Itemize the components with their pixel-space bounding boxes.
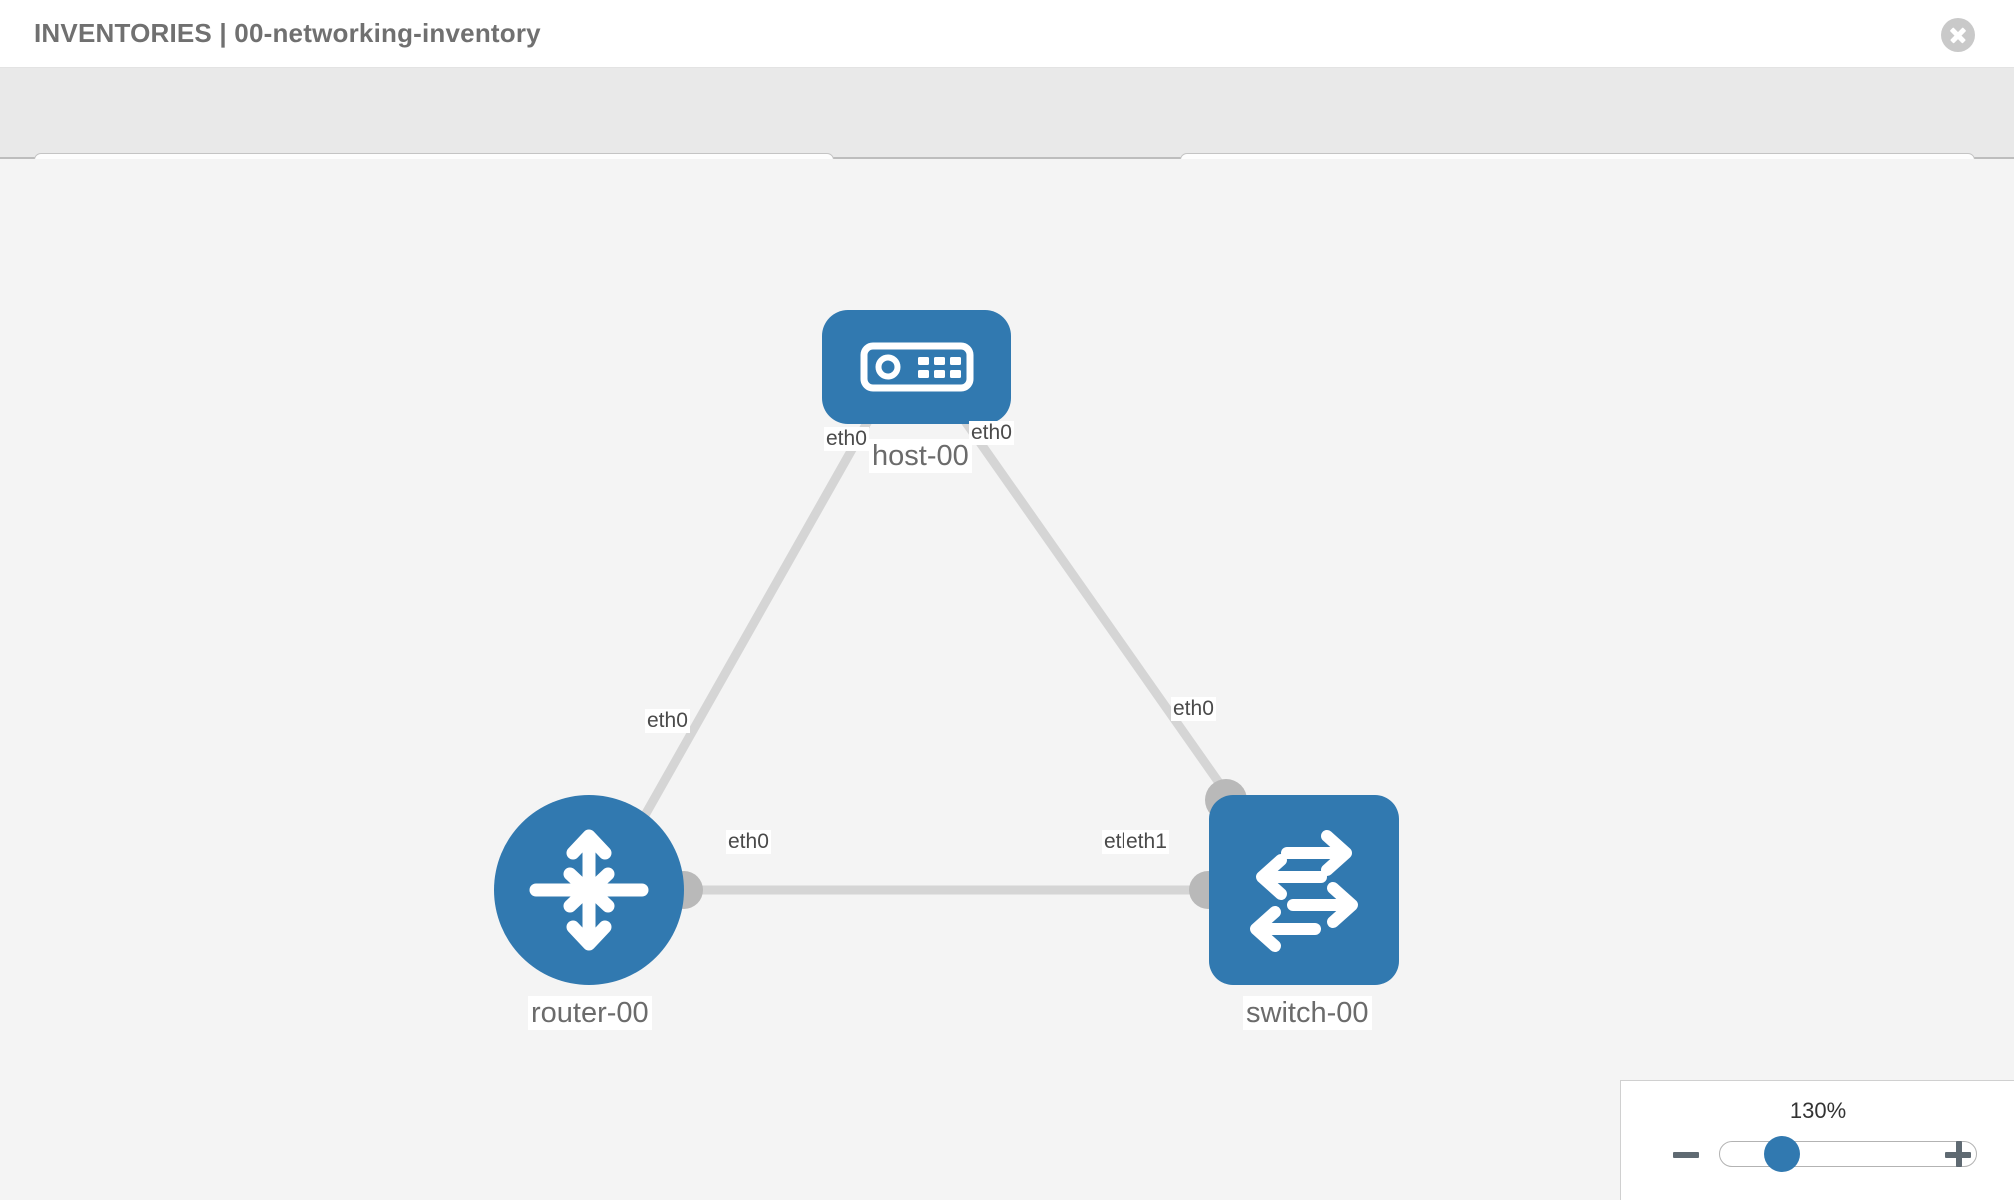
server-icon [860,342,974,392]
minus-icon[interactable] [1671,1139,1701,1169]
plus-icon-stroke-v [1955,1141,1962,1167]
node-label-router-00: router-00 [528,996,652,1030]
node-router-00[interactable] [494,795,684,985]
edge-label-switch-left-partial: etl [1102,830,1129,854]
node-host-00[interactable] [822,310,1011,424]
edge-label-router-up: eth0 [645,709,690,733]
plus-icon[interactable] [1943,1139,1973,1169]
minus-icon-stroke [1673,1151,1699,1158]
node-label-host-00: host-00 [869,439,972,473]
page-header: INVENTORIES | 00-networking-inventory [0,0,2014,68]
page-title: INVENTORIES | 00-networking-inventory [34,18,541,48]
edge-label-switch-up: eth0 [1171,697,1216,721]
edge-label-host-right: eth0 [969,421,1014,445]
edge-label-router-right: eth0 [726,830,771,854]
edge-label-switch-left: eth1 [1124,830,1169,854]
four-way-arrow-icon [529,829,649,951]
edge-label-host-left: eth0 [824,427,869,451]
node-switch-00[interactable] [1209,795,1399,985]
zoom-slider-thumb[interactable] [1764,1136,1800,1172]
zoom-level-label: 130% [1789,1098,1847,1123]
switch-arrows-icon [1250,830,1358,952]
close-icon[interactable] [1941,18,1975,52]
toolbar: ACTIONS SEARCH [0,68,2014,211]
link-host-switch [955,409,1253,829]
node-label-switch-00: switch-00 [1243,996,1372,1030]
topology-canvas[interactable]: eth0 eth0 eth0 eth0 eth0 etl eth1 host-0… [0,159,2014,1200]
zoom-control-panel: 130% [1620,1080,2014,1200]
topology-links [635,409,1253,895]
link-host-router [635,409,877,829]
zoom-slider[interactable] [1719,1141,1977,1167]
